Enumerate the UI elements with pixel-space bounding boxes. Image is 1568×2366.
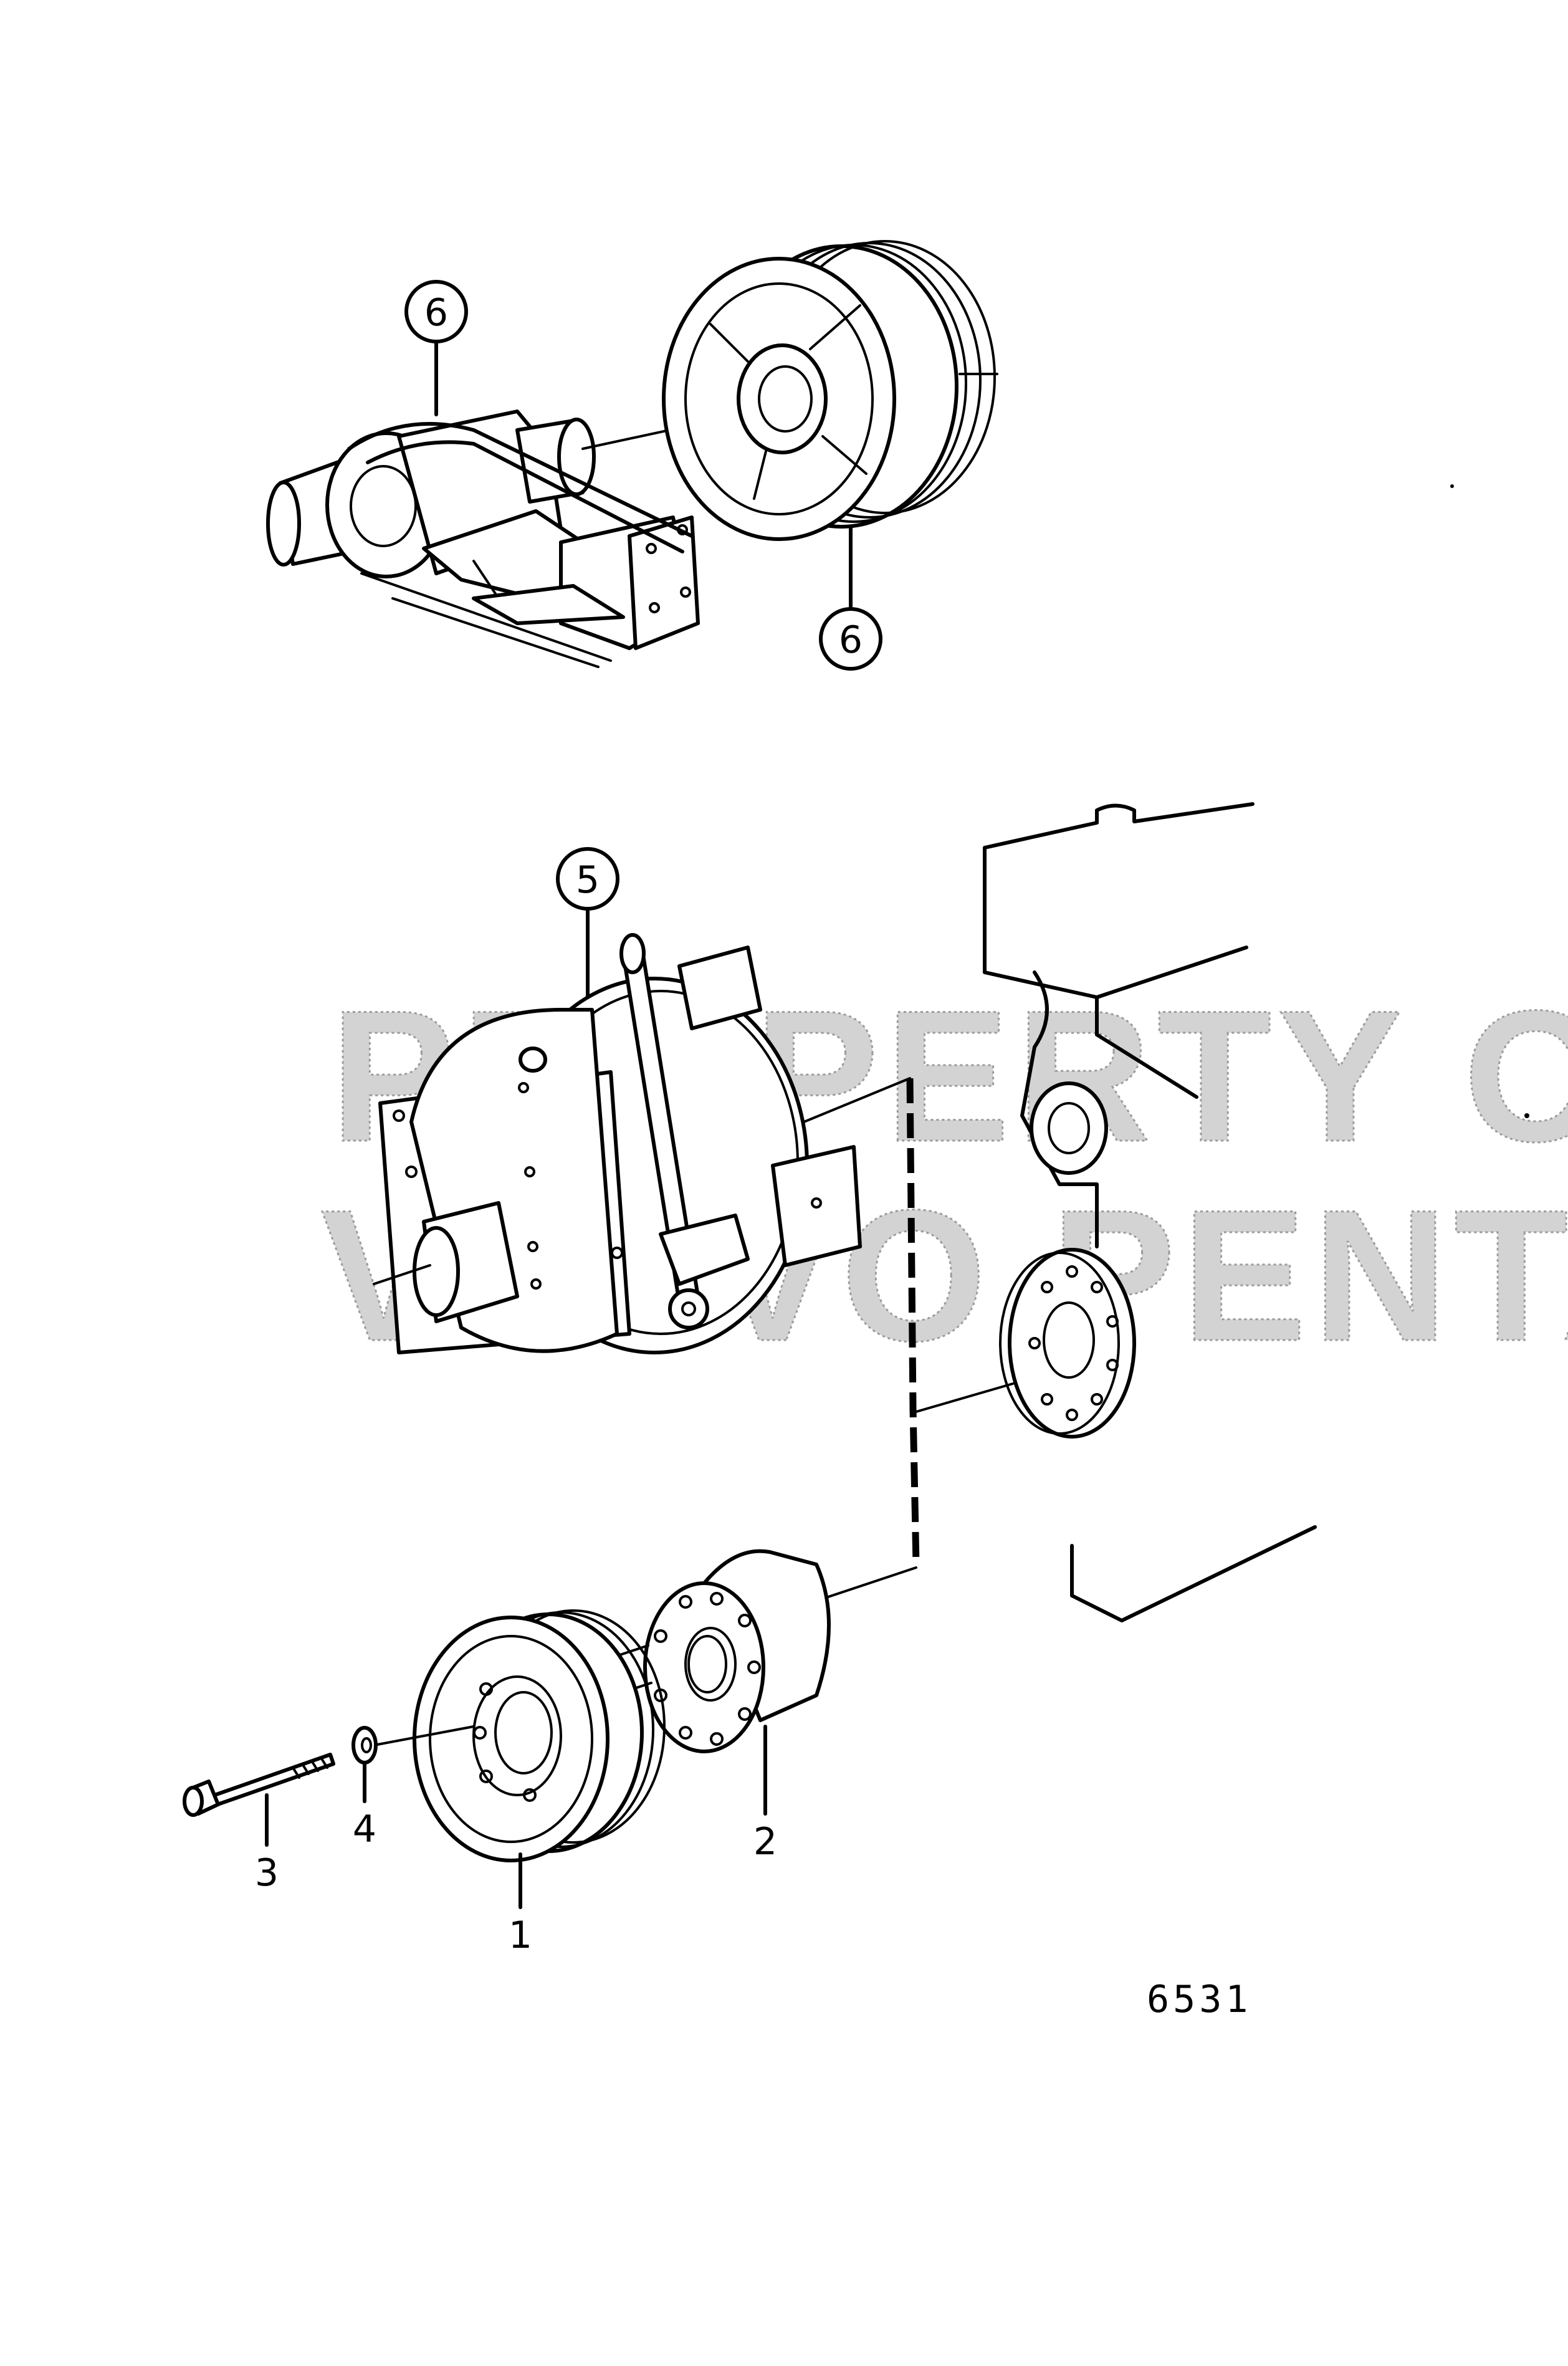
callout-2-label: 2: [753, 1820, 777, 1864]
v-belt-pulley: [373, 1609, 666, 1862]
speck: [1524, 1113, 1529, 1118]
multi-groove-pulley: [662, 240, 998, 541]
washer: [351, 1726, 378, 1765]
figure-code: 6531: [1147, 1978, 1252, 2021]
callout-6-pulley: 6: [819, 525, 882, 671]
callout-5: 5: [556, 847, 619, 999]
callout-6-bracket-label: 6: [424, 291, 448, 335]
callout-2: 2: [753, 1725, 777, 1864]
callout-3-label: 3: [255, 1851, 279, 1895]
clutch-assembly: [373, 933, 911, 1354]
speck: [1450, 484, 1454, 488]
callout-4-label: 4: [353, 1808, 376, 1851]
callout-4: 4: [353, 1762, 376, 1851]
engine-block: [983, 802, 1317, 1622]
engine-flange: [999, 1248, 1136, 1439]
bolt: [183, 1753, 335, 1817]
callout-6-pulley-label: 6: [839, 618, 863, 662]
callout-1-label: 1: [509, 1913, 532, 1957]
callout-6-bracket: 6: [404, 280, 468, 416]
callout-5-label: 5: [576, 858, 600, 902]
callout-3: 3: [255, 1793, 279, 1895]
flexible-coupling: [610, 1549, 831, 1753]
shaft-bearing-assembly: [266, 404, 786, 668]
assembly-dash-path: [821, 1078, 1014, 1600]
callout-1: 1: [509, 1852, 532, 1957]
